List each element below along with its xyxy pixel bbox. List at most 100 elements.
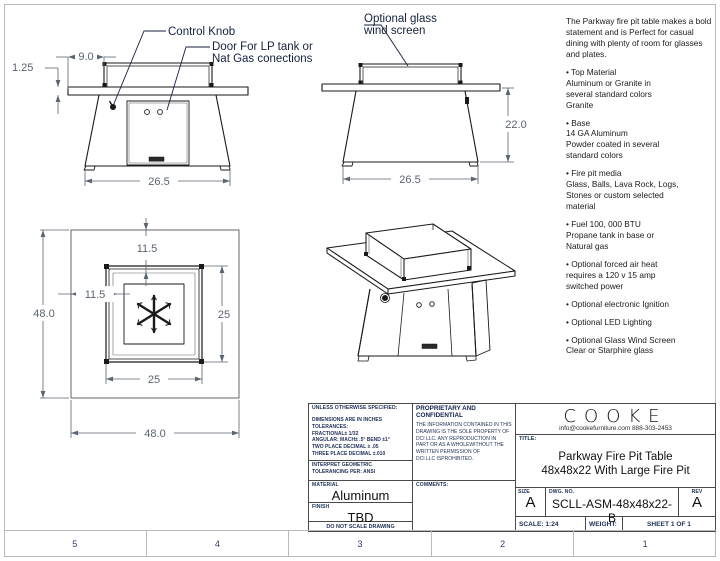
zone-marker: 3 — [289, 531, 432, 557]
company-logo-row: COOKE info@cookefurniture.com 888-303-24… — [516, 404, 715, 435]
bullet-head: • Optional LED Lighting — [566, 316, 652, 327]
description-bullet-forced-air: • Optional forced air heat requires a 12… — [566, 259, 716, 292]
finish-label: FINISH — [312, 504, 330, 510]
bullet-line: Propane tank in base or — [566, 229, 655, 240]
label-control-knob: Control Knob — [168, 26, 235, 38]
comments-cell: COMMENTS: — [413, 481, 515, 531]
dim-pit-horizontal: 25 — [148, 374, 160, 386]
description-bullet-fire-pit-media: • Fire pit media Glass, Balls, Lava Rock… — [566, 168, 716, 212]
rev-label: REV — [691, 489, 703, 495]
dim-top-overall-horizontal: 48.0 — [144, 428, 165, 440]
top-plan-view: 48.0 48.0 11.5 — [0, 200, 300, 460]
zone-marker: 4 — [147, 531, 290, 557]
description-bullet-led: • Optional LED Lighting — [566, 317, 716, 328]
drawing-title-line2: 48x48x22 With Large Fire Pit — [541, 465, 690, 478]
description-intro: The Parkway fire pit table makes a bold … — [566, 16, 712, 59]
size-value: A — [525, 494, 536, 511]
proprietary-line: PART OR AS A WHOLEWITHOUT THE — [416, 442, 504, 449]
bullet-line: requires a 120 v 15 amp — [566, 269, 656, 280]
size-label: SIZE — [518, 489, 530, 495]
geo-line-2: TOLERANCING PER: ANSI — [312, 468, 376, 475]
do-not-scale-cell: DO NOT SCALE DRAWING — [309, 522, 412, 531]
tolerance-line: DIMENSIONS ARE IN INCHES — [312, 417, 383, 423]
bullet-line: 14 GA Aluminum — [566, 128, 628, 139]
proprietary-line: DCI LLC ISPROHIBITED. — [416, 455, 474, 462]
bullet-line: several standard colors — [566, 88, 652, 99]
product-description-panel: The Parkway fire pit table makes a bold … — [566, 16, 716, 363]
title-block: UNLESS OTHERWISE SPECIFIED: DIMENSIONS A… — [308, 403, 716, 532]
tolerance-line: TWO PLACE DECIMAL ± .05 — [312, 444, 379, 451]
tolerance-line: THREE PLACE DECIMAL ±.010 — [312, 450, 386, 457]
dwg-label: DWG. NO. — [549, 489, 575, 495]
proprietary-line: DRAWING IS THE SOLE PROPERTY OF — [416, 428, 510, 435]
scale-text: SCALE: 1:24 — [516, 517, 586, 531]
do-not-scale-text: DO NOT SCALE DRAWING — [326, 523, 395, 530]
company-contact: info@cookefurniture.com 888-303-2453 — [559, 425, 672, 432]
dim-inset-left: 11.5 — [85, 289, 106, 301]
zone-marker: 1 — [642, 539, 648, 549]
bullet-line: material — [566, 201, 596, 212]
front-elevation-view: 9.0 1.25 26.5 Control Knob — [0, 0, 330, 200]
description-bullet-fuel: • Fuel 100, 000 BTU Propane tank in base… — [566, 219, 716, 252]
cooke-logo: COOKE — [563, 406, 668, 427]
dim-pit-vertical: 25 — [218, 309, 230, 321]
geo-line-1: INTERPRET GEOMETRIC — [312, 462, 373, 468]
dim-top-thickness: 1.25 — [12, 62, 33, 74]
material-label: MATERIAL — [312, 482, 339, 488]
proprietary-cell: PROPRIETARY AND CONFIDENTIAL THE INFORMA… — [413, 404, 515, 481]
tolerance-line: FRACTIONAL± 1/32 — [312, 430, 359, 437]
side-elevation-view: Optional glass wind screen 22.0 26 — [318, 0, 568, 200]
dwg-no-cell: DWG. NO. SCLL-ASM-48x48x22-B — [546, 488, 679, 525]
bullet-line: Powder coated in several — [566, 139, 660, 150]
bullet-head: • Fuel 100, 000 BTU — [566, 219, 641, 229]
label-door-line1: Door For LP tank or — [212, 41, 313, 53]
weight-label: WEIGHT: — [586, 517, 623, 531]
description-bullet-wind-screen: • Optional Glass Wind Screen Clear or St… — [566, 335, 716, 357]
proprietary-line: DCI LLC. ANY REPRODUCTION IN — [416, 435, 497, 442]
bullet-head: • Fire pit media — [566, 168, 622, 179]
label-wind-screen-line2: wind screen — [363, 25, 425, 37]
dim-side-height: 22.0 — [505, 119, 526, 131]
size-dwg-rev-row: SIZE A DWG. NO. SCLL-ASM-48x48x22-B REV … — [516, 488, 715, 525]
title-label: TITLE: — [519, 436, 537, 442]
bullet-line: Granite — [566, 99, 594, 110]
bullet-line: Clear or Starphire glass — [566, 345, 654, 356]
title-block-right-column: COOKE info@cookefurniture.com 888-303-24… — [516, 404, 715, 531]
title-block-middle-column: PROPRIETARY AND CONFIDENTIAL THE INFORMA… — [413, 404, 516, 531]
tolerance-cell: UNLESS OTHERWISE SPECIFIED: DIMENSIONS A… — [309, 404, 412, 461]
finish-value: TBD — [347, 510, 374, 525]
bullet-head: • Optional Glass Wind Screen — [566, 334, 676, 345]
bullet-head: • Optional forced air heat — [566, 258, 658, 269]
sheet-text: SHEET 1 OF 1 — [647, 520, 691, 528]
zone-marker: 2 — [432, 531, 575, 557]
dim-overhang: 9.0 — [78, 51, 93, 63]
bullet-line: Glass, Balls, Lava Rock, Logs, — [566, 179, 679, 190]
burner-star — [136, 294, 172, 334]
finish-cell: FINISH TBD — [309, 503, 412, 525]
bullet-line: Aluminum or Granite in — [566, 77, 651, 88]
bullet-line: Stones or custom selected — [566, 190, 664, 201]
tolerance-line: TOLERANCES: — [312, 423, 349, 430]
isometric-view — [300, 208, 570, 398]
bullet-head: • Base — [566, 117, 591, 128]
drawing-title-line1: Parkway Fire Pit Table — [558, 451, 673, 463]
bullet-line: standard colors — [566, 150, 623, 161]
label-door-line2: Nat Gas conections — [212, 53, 313, 65]
dim-side-base-width: 26.5 — [399, 174, 420, 186]
size-cell: SIZE A — [516, 488, 546, 516]
rev-cell: REV A — [679, 488, 715, 516]
bullet-head: • Optional electronic Ignition — [566, 298, 669, 309]
unless-otherwise-specified-header: UNLESS OTHERWISE SPECIFIED: — [312, 405, 398, 411]
dim-inset-top: 11.5 — [137, 243, 158, 255]
comments-label: COMMENTS: — [416, 482, 449, 488]
zone-strip: 5 4 3 2 1 — [4, 530, 716, 557]
proprietary-line: WRITTEN PERMISSION OF — [416, 449, 480, 456]
description-bullet-ignition: • Optional electronic Ignition — [566, 299, 716, 310]
scale-weight-sheet-row: SCALE: 1:24 WEIGHT: SHEET 1 OF 1 — [516, 517, 715, 531]
material-value: Aluminum — [331, 488, 390, 503]
zone-marker: 5 — [4, 531, 147, 557]
rev-value: A — [691, 494, 702, 511]
description-bullet-top-material: • Top Material Aluminum or Granite in se… — [566, 67, 716, 111]
title-block-left-column: UNLESS OTHERWISE SPECIFIED: DIMENSIONS A… — [309, 404, 413, 531]
